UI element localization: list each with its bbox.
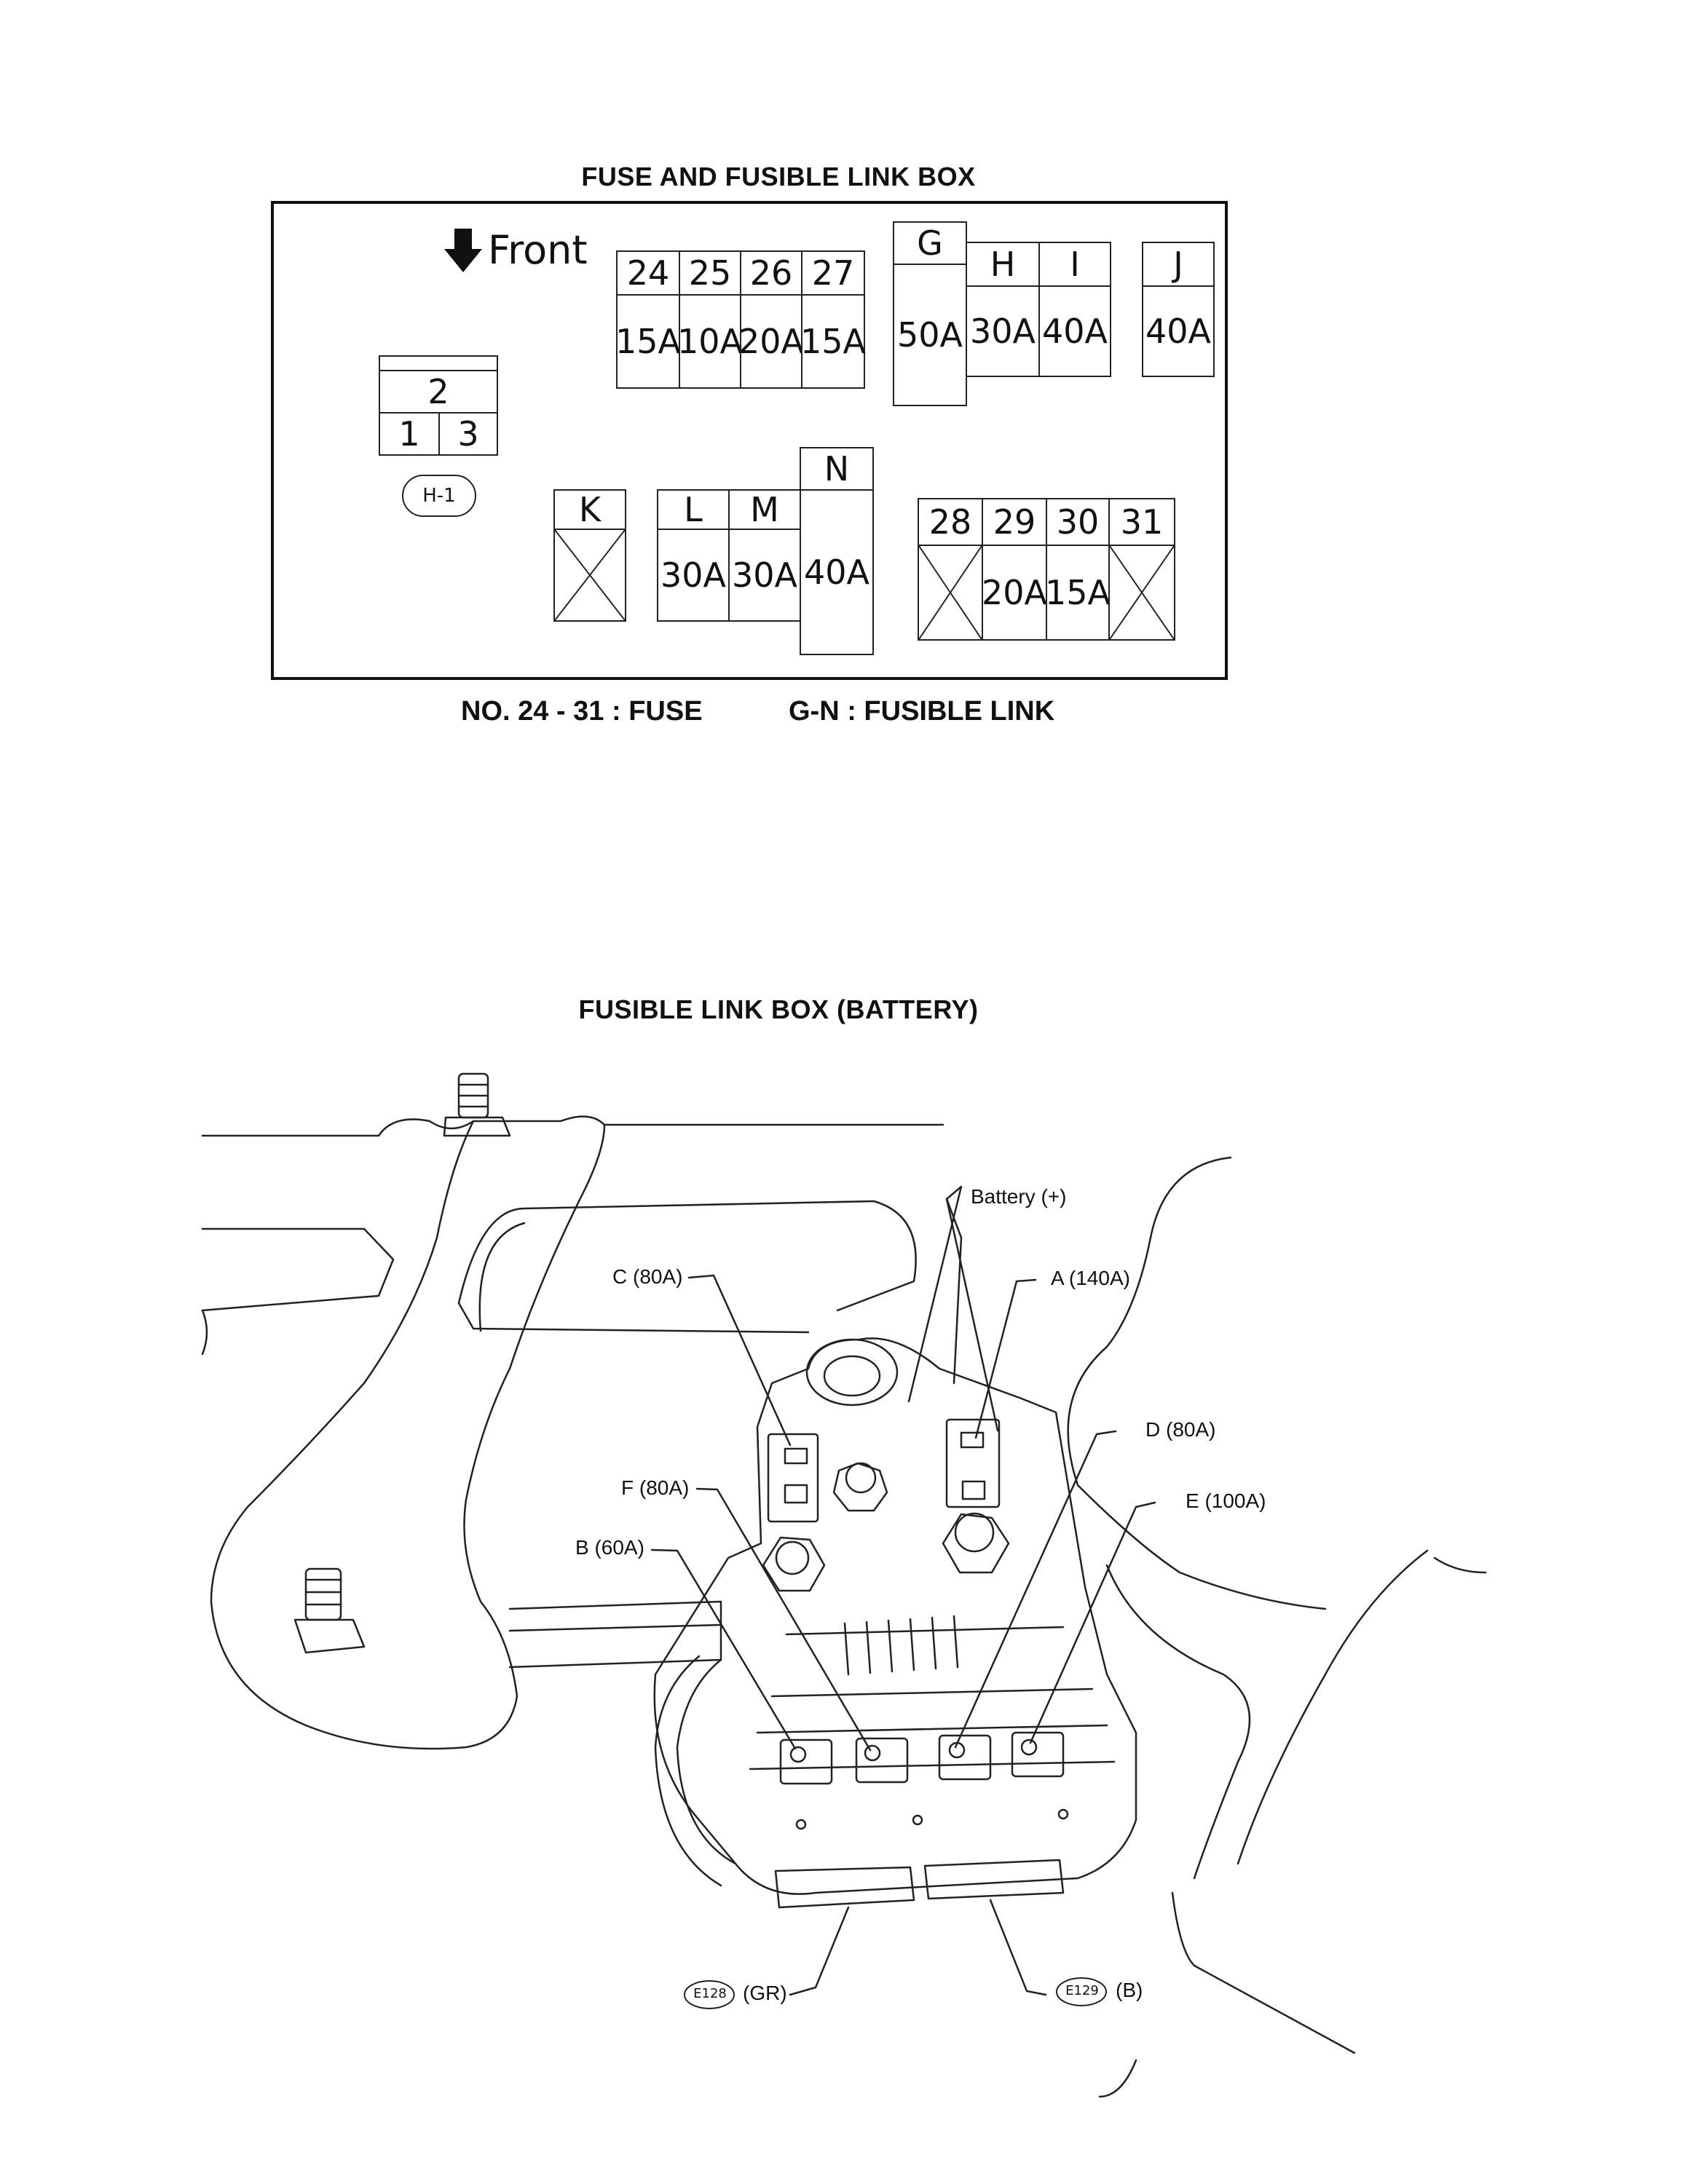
- fuse-27-number: 27: [801, 250, 865, 296]
- empty-slot-cross-icon: [1110, 546, 1174, 639]
- link-h-rating: 30A: [966, 285, 1040, 377]
- battery-fusible-link-drawing: [201, 1072, 1487, 2098]
- connector-e129-color: (B): [1116, 1979, 1143, 2001]
- link-l-id: L: [657, 489, 730, 530]
- connector-e128-color: (GR): [743, 1982, 787, 2004]
- fuse-24-number: 24: [616, 250, 680, 296]
- link-l-rating: 30A: [657, 529, 730, 622]
- link-n-rating: 40A: [800, 489, 874, 655]
- connector-e129-tag: E129: [1065, 1983, 1099, 1998]
- empty-slot-cross-icon: [555, 530, 625, 620]
- link-c-label: C (80A): [612, 1265, 683, 1288]
- fuse-box-title: FUSE AND FUSIBLE LINK BOX: [581, 162, 976, 191]
- link-k-empty-slot: [553, 529, 626, 622]
- battery-box-title: FUSIBLE LINK BOX (BATTERY): [578, 994, 979, 1024]
- link-j-id: J: [1142, 242, 1215, 287]
- front-indicator: Front: [444, 227, 588, 273]
- relay-top-strip: [379, 355, 498, 371]
- fuse-24-rating: 15A: [615, 294, 681, 389]
- fusible-link-legend-note: G-N : FUSIBLE LINK: [789, 696, 1055, 727]
- fuse-31-number: 31: [1108, 498, 1175, 546]
- link-m-id: M: [728, 489, 801, 530]
- fuse-27-rating: 15A: [800, 294, 866, 389]
- relay-terminal-3: 3: [438, 412, 498, 456]
- link-m-rating: 30A: [728, 529, 801, 622]
- link-i-rating: 40A: [1038, 285, 1111, 377]
- relay-terminal-1: 1: [379, 412, 440, 456]
- link-i-id: I: [1038, 242, 1111, 287]
- link-d-label: D (80A): [1145, 1418, 1216, 1441]
- fuse-29-number: 29: [982, 498, 1047, 546]
- front-label: Front: [488, 227, 588, 273]
- empty-slot-cross-icon: [919, 546, 982, 639]
- fuse-30-number: 30: [1046, 498, 1110, 546]
- link-g-rating: 50A: [893, 264, 967, 406]
- fuse-box-frame: [271, 201, 1228, 680]
- arrow-down-icon: [444, 228, 482, 272]
- relay-terminal-2: 2: [379, 370, 498, 414]
- fuse-legend-note: NO. 24 - 31 : FUSE: [461, 696, 703, 727]
- link-e-label: E (100A): [1186, 1489, 1266, 1512]
- fuse-28-empty-slot: [918, 545, 983, 641]
- fuse-26-rating: 20A: [738, 294, 804, 389]
- fuse-31-empty-slot: [1108, 545, 1175, 641]
- fuse-28-number: 28: [918, 498, 983, 546]
- connector-e128-tag: E128: [693, 1986, 727, 2001]
- fuse-30-rating: 15A: [1045, 545, 1111, 641]
- link-g-id: G: [893, 221, 967, 265]
- link-h-id: H: [966, 242, 1040, 287]
- link-k-id: K: [553, 489, 626, 530]
- link-b-label: B (60A): [575, 1536, 644, 1559]
- link-j-rating: 40A: [1142, 285, 1215, 377]
- relay-tag: H-1: [402, 475, 476, 517]
- fuse-25-number: 25: [679, 250, 741, 296]
- battery-positive-label: Battery (+): [971, 1185, 1067, 1208]
- fuse-29-rating: 20A: [982, 545, 1047, 641]
- fuse-25-rating: 10A: [677, 294, 743, 389]
- link-n-id: N: [800, 447, 874, 491]
- link-a-label: A (140A): [1051, 1267, 1130, 1289]
- link-f-label: F (80A): [621, 1476, 690, 1499]
- fuse-26-number: 26: [740, 250, 802, 296]
